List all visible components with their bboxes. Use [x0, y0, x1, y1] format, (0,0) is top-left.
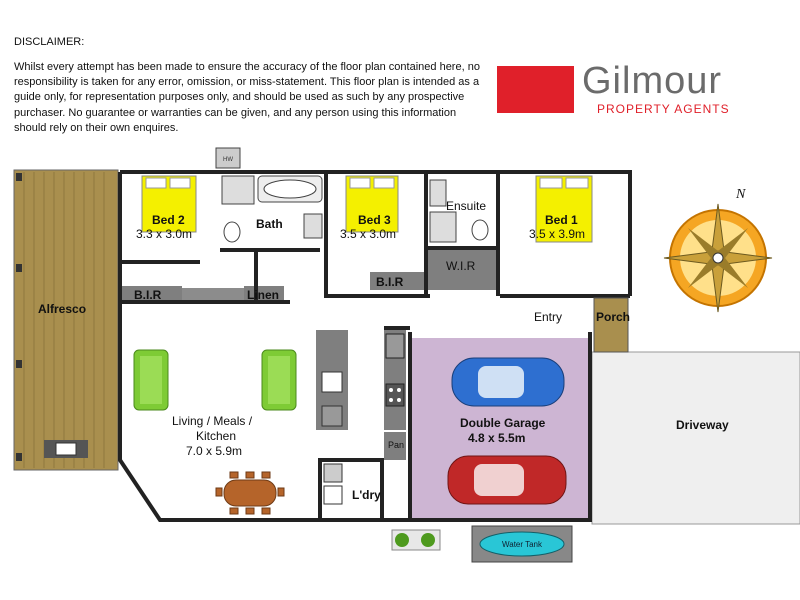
bath-label: Bath	[256, 217, 283, 231]
living-size: 7.0 x 5.9m	[186, 444, 243, 458]
bathtub-icon	[257, 175, 323, 203]
hot-water-unit	[215, 147, 241, 169]
disclaimer-text: Whilst every attempt has been made to en…	[14, 61, 480, 134]
pantry-label: Pan	[388, 440, 405, 450]
garage-size: 4.8 x 5.5m	[468, 431, 526, 445]
fridge-icon	[385, 333, 405, 359]
alfresco-deck	[13, 169, 119, 471]
ensuite-vanity-icon	[429, 179, 447, 207]
compass-north-label: N	[735, 187, 746, 202]
wir-label: W.I.R	[446, 259, 476, 273]
bir-bed2-label: B.I.R	[134, 288, 162, 302]
red-car-icon	[447, 455, 567, 505]
hot-water-label: HW	[223, 157, 233, 163]
logo-name: Gilmour	[582, 60, 723, 102]
sofa-left-icon	[133, 349, 169, 411]
bed-3-icon	[345, 175, 399, 233]
sofa-right-icon	[261, 349, 297, 411]
garage-name: Double Garage	[460, 416, 546, 430]
blue-car-icon	[451, 357, 565, 407]
toilet-bath-icon	[223, 221, 241, 243]
porch-label: Porch	[596, 310, 631, 324]
cooktop-icon	[385, 383, 405, 407]
gilmour-logo: Gilmour PROPERTY AGENTS	[497, 60, 767, 116]
linen-label: Linen	[247, 288, 279, 302]
alfresco-posts	[16, 173, 22, 461]
bed-2-name: Bed 2	[152, 213, 185, 227]
logo-subtitle: PROPERTY AGENTS	[597, 102, 730, 116]
bir-bed3-label: B.I.R	[376, 275, 404, 289]
dining-table-icon	[215, 471, 285, 515]
kitchen-sink-icon	[321, 371, 343, 393]
living-label-line2: Kitchen	[196, 429, 237, 443]
vanity-bath-icon	[303, 213, 323, 239]
ensuite-toilet-icon	[471, 219, 489, 241]
living-label-line1: Living / Meals /	[172, 414, 253, 428]
walls	[118, 170, 632, 522]
water-tank-icon	[471, 525, 573, 563]
alfresco-label: Alfresco	[38, 302, 87, 316]
logo-red-box	[497, 66, 574, 113]
bed-3-name: Bed 3	[358, 213, 391, 227]
alfresco-planks	[23, 172, 105, 468]
laundry-tub-icon	[323, 485, 343, 505]
dishwasher-icon	[321, 405, 343, 427]
driveway-area	[591, 351, 800, 525]
bed-2-size: 3.3 x 3.0m	[136, 227, 193, 241]
garden-planter-icon	[391, 529, 441, 551]
water-tank-label: Water Tank	[502, 540, 543, 549]
disclaimer-title: DISCLAIMER:	[14, 36, 85, 48]
compass-icon	[663, 203, 773, 313]
shower-icon	[221, 175, 255, 205]
bbq-icon	[44, 440, 88, 458]
bed-3-size: 3.5 x 3.0m	[340, 227, 397, 241]
ensuite-label: Ensuite	[446, 199, 487, 213]
laundry-label: L'dry	[352, 488, 381, 502]
entry-label: Entry	[534, 310, 563, 324]
driveway-label: Driveway	[676, 418, 729, 432]
ensuite-shower-icon	[429, 211, 457, 243]
bed-1-size: 3.5 x 3.9m	[529, 227, 586, 241]
bed-1-icon	[535, 175, 593, 243]
bed-1-name: Bed 1	[545, 213, 578, 227]
bed-2-icon	[141, 175, 197, 233]
porch-area	[593, 297, 629, 353]
washer-icon	[323, 463, 343, 483]
